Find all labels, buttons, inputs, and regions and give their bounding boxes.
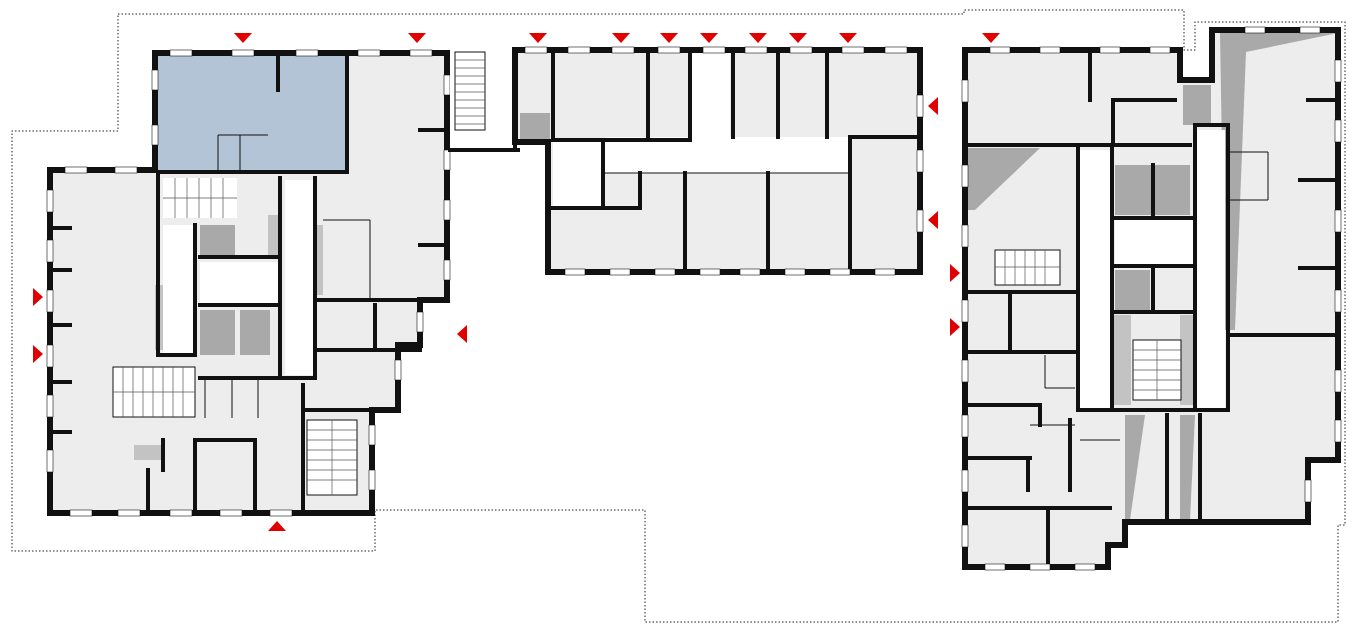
red-triangle-icon[interactable]	[789, 33, 807, 43]
east-windows	[961, 26, 1342, 571]
west-interior-walls	[51, 54, 449, 515]
east-building	[961, 26, 1342, 571]
elevator-shaft	[200, 310, 235, 355]
corridor	[200, 262, 280, 304]
central-interior-walls	[551, 51, 919, 271]
red-triangle-icon[interactable]	[268, 521, 286, 531]
west-building	[46, 49, 451, 517]
corridor	[163, 225, 193, 355]
central-windows	[524, 46, 924, 276]
stair-south	[306, 419, 358, 496]
central-building	[512, 46, 924, 276]
selected-apartment[interactable]	[158, 56, 347, 171]
storage	[134, 445, 162, 460]
red-triangle-icon[interactable]	[749, 33, 767, 43]
corridor	[605, 137, 850, 173]
connector-stair	[448, 48, 520, 152]
red-triangle-icon[interactable]	[982, 33, 1000, 43]
red-triangle-icon[interactable]	[234, 33, 252, 43]
elevator-shaft	[200, 225, 235, 257]
corridor	[285, 180, 315, 375]
roof-slope	[1125, 415, 1145, 520]
red-triangle-icon[interactable]	[928, 97, 938, 115]
corridor	[1195, 130, 1225, 410]
corridor	[1115, 218, 1193, 266]
red-triangle-icon[interactable]	[700, 33, 718, 43]
shaft	[1183, 85, 1211, 125]
shaft	[1115, 165, 1153, 215]
room-white	[553, 140, 603, 206]
red-triangle-icon[interactable]	[950, 264, 960, 282]
red-triangle-icon[interactable]	[950, 318, 960, 336]
east-interior-walls	[966, 51, 1340, 567]
stair-east-upper	[994, 249, 1061, 286]
central-building-wall	[512, 47, 923, 275]
red-triangle-icon[interactable]	[660, 33, 678, 43]
west-windows	[46, 49, 451, 517]
shaft	[1180, 315, 1195, 405]
entrance-markers	[33, 33, 1000, 531]
east-building-wall	[962, 27, 1341, 570]
roof-slope	[1180, 415, 1195, 520]
site-boundary	[11, 9, 1346, 623]
elevator-shaft	[240, 310, 270, 355]
shaft	[1115, 270, 1150, 310]
stair-west	[112, 366, 196, 418]
roof-slope	[1220, 33, 1338, 330]
shaft	[1113, 315, 1131, 405]
red-triangle-icon[interactable]	[33, 345, 43, 363]
shaft	[520, 113, 550, 143]
corridor	[690, 53, 730, 140]
red-triangle-icon[interactable]	[839, 33, 857, 43]
red-triangle-icon[interactable]	[612, 33, 630, 43]
stair-north-west	[163, 178, 237, 218]
red-triangle-icon[interactable]	[529, 33, 547, 43]
red-triangle-icon[interactable]	[928, 211, 938, 229]
stair-east	[1132, 339, 1182, 401]
red-triangle-icon[interactable]	[33, 288, 43, 306]
red-triangle-icon[interactable]	[457, 325, 467, 343]
roof-slope	[968, 148, 1040, 210]
red-triangle-icon[interactable]	[408, 33, 426, 43]
shaft	[268, 215, 278, 255]
shaft	[315, 225, 323, 295]
shaft	[1155, 165, 1190, 215]
corridor	[1080, 150, 1112, 410]
